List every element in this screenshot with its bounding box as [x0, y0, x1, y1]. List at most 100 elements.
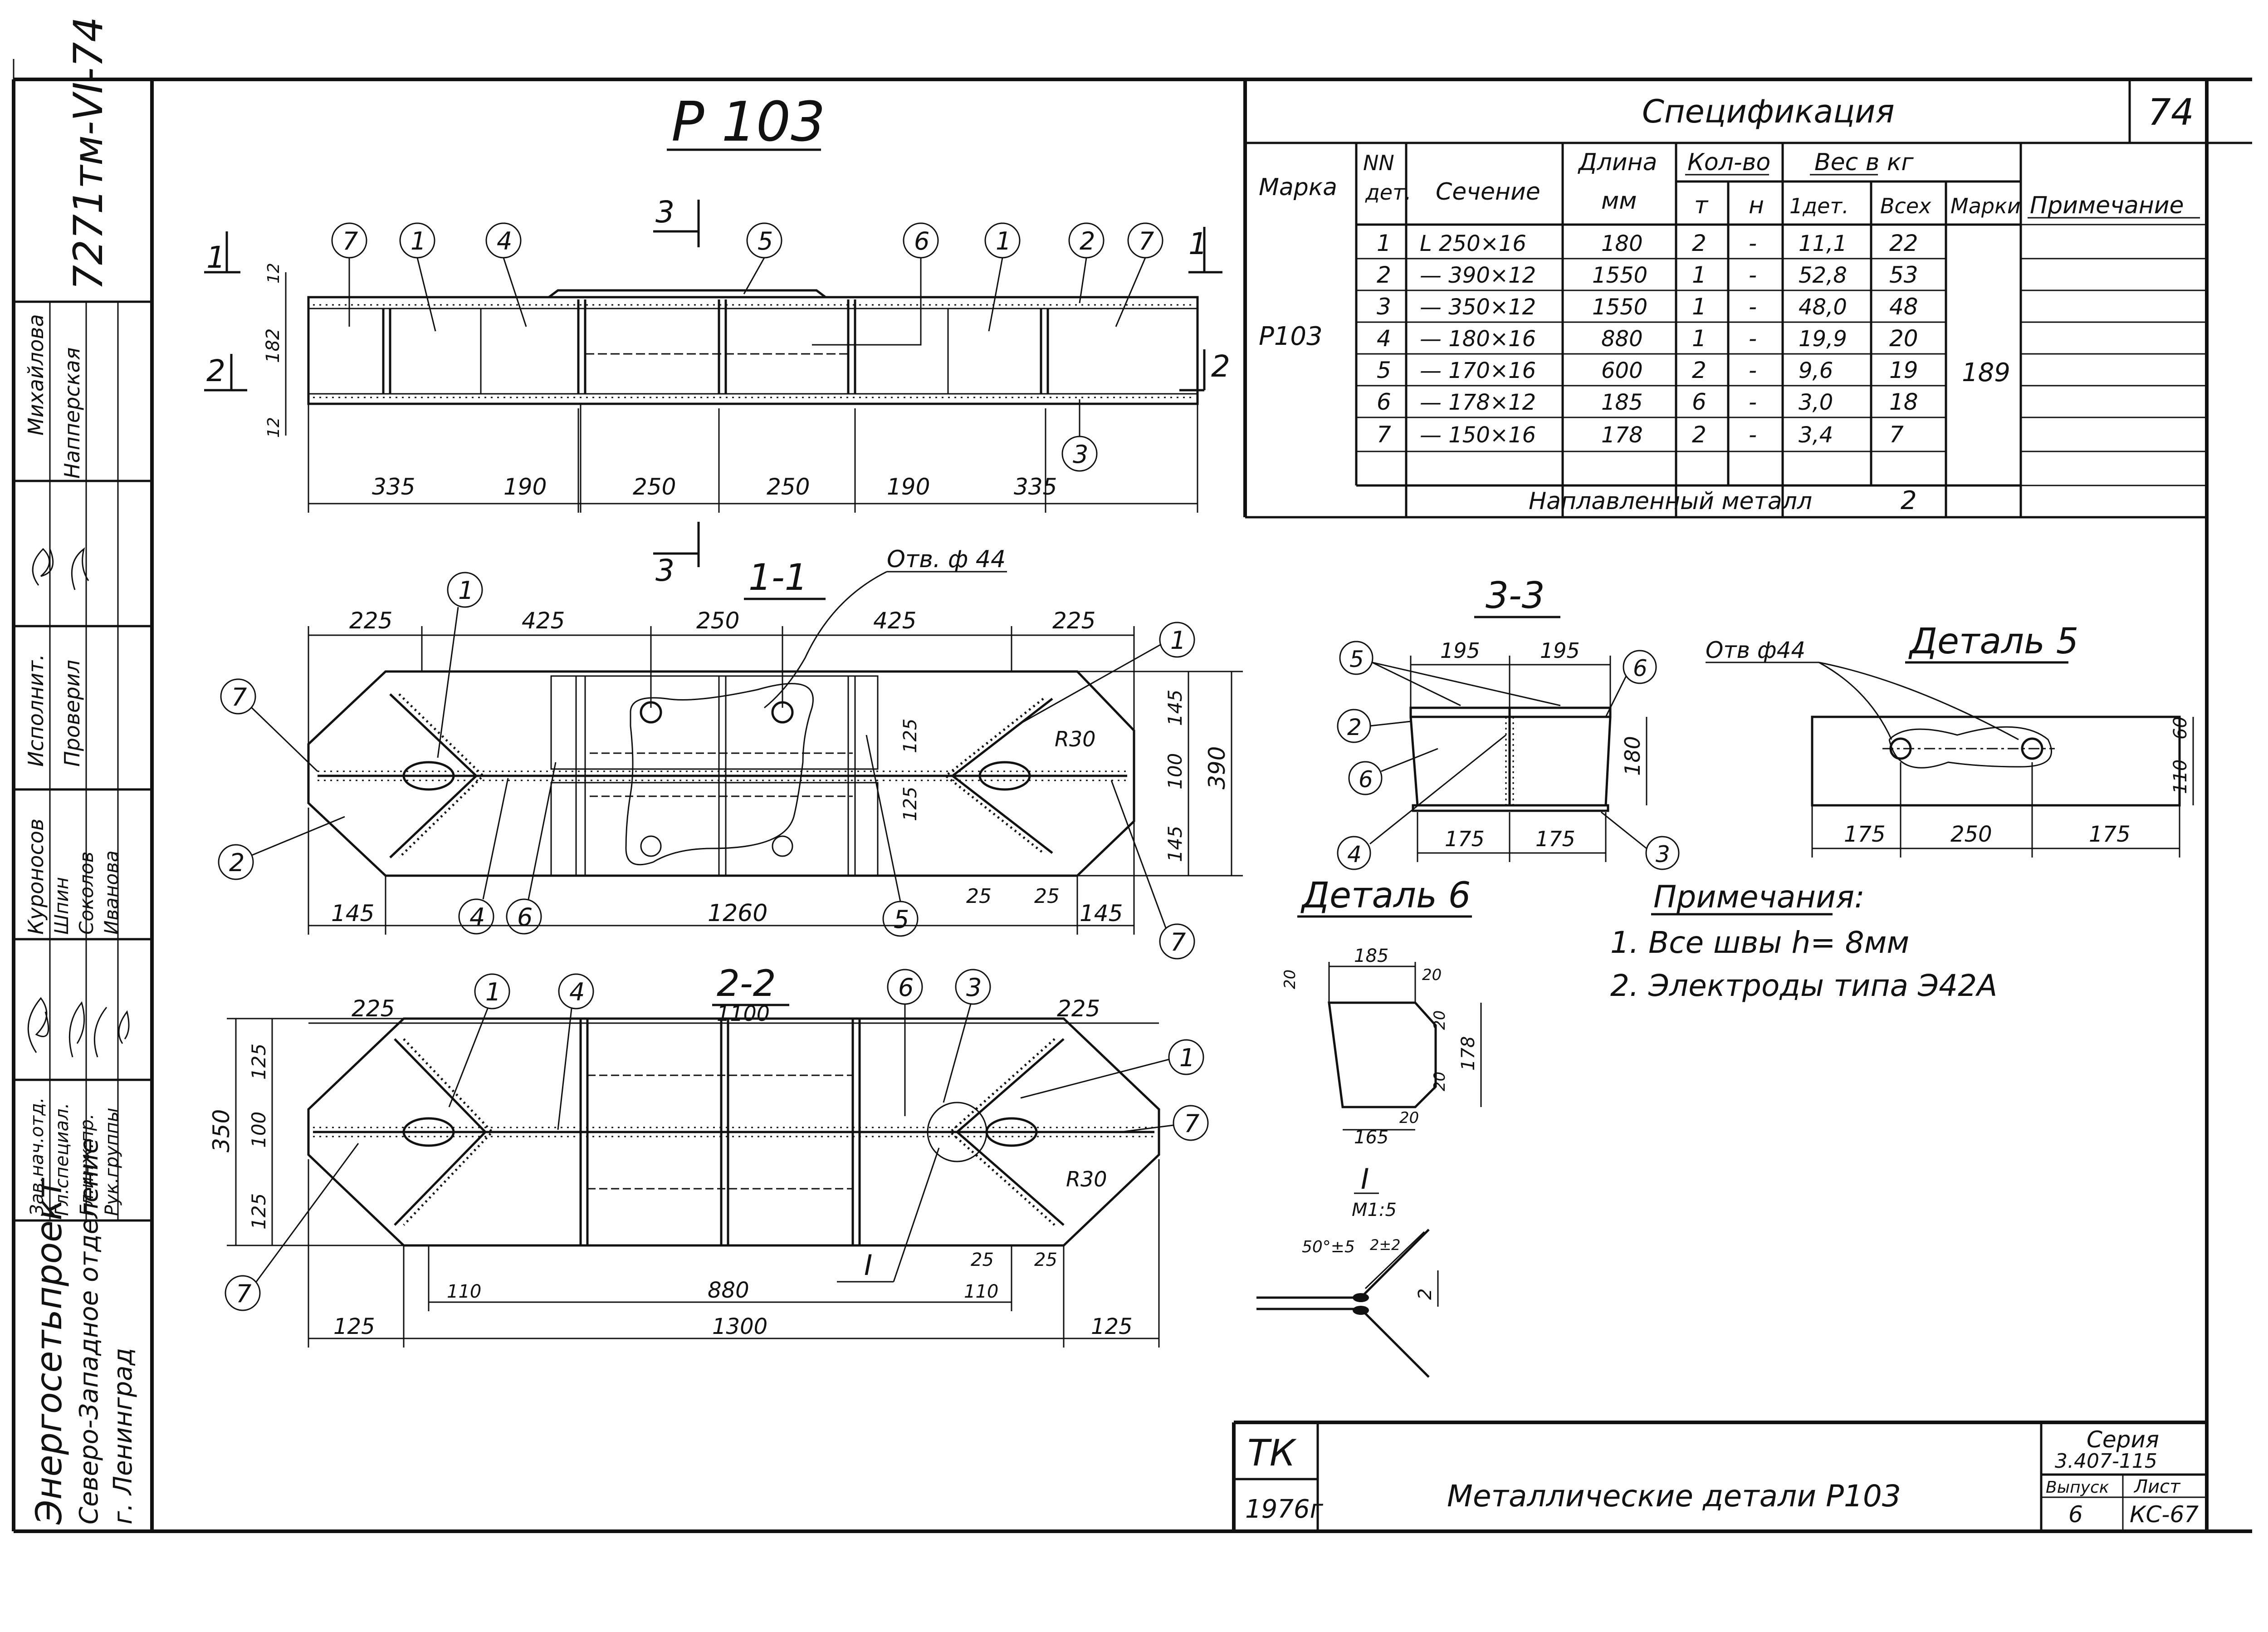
drawing-label: 6 — [1359, 766, 1373, 793]
signature-6 — [118, 1010, 130, 1044]
cut-2-right: 2 — [1211, 349, 1230, 384]
drawing-label: 185 — [1354, 946, 1388, 966]
drawing-label: 195 — [1440, 638, 1480, 663]
drawing-label: 3,4 — [1799, 422, 1833, 448]
drawing-label: 3 — [1073, 440, 1088, 469]
drawing-label: 2. Электроды типа Э42А — [1610, 968, 1997, 1003]
drawing-label: 335 — [1014, 474, 1057, 500]
drawing-label: 6 — [2068, 1501, 2083, 1528]
drawing-label: 145 — [1080, 900, 1123, 926]
drawing-label: 1260 — [708, 900, 767, 927]
drawing-label: 52,8 — [1799, 263, 1847, 288]
drawing-label: 175 — [1844, 822, 1886, 847]
drawing-label: Деталь 6 — [1300, 875, 1471, 916]
drawing-label: 18 — [1889, 389, 1918, 415]
sheet-number-box: 74 — [2128, 79, 2252, 144]
drawing-label: Р 103 — [671, 91, 826, 154]
drawing-label: Сечение — [1436, 178, 1540, 206]
top-view-callouts: 7 1 4 5 6 1 2 7 3 — [331, 222, 1163, 472]
drawing-label: I — [1361, 1162, 1369, 1196]
drawing-label: 2 — [1377, 262, 1391, 288]
top-view-stiffeners — [382, 299, 1049, 394]
drawing-label: Марка — [1259, 174, 1337, 201]
sheet-number: 74 — [2148, 91, 2194, 133]
drawing-label: 190 — [887, 474, 930, 500]
drawing-code: 7271тм-VI-74 — [65, 17, 112, 290]
drawing-label: Всех — [1880, 194, 1931, 218]
drawing-label: 425 — [873, 608, 916, 634]
drawing-label: - — [1749, 421, 1757, 448]
drawing-label: 20 — [1431, 1010, 1449, 1030]
spec-marka: Р103 — [1259, 322, 1323, 351]
drawing-label: 1300 — [712, 1314, 767, 1339]
detail-I-marker: I — [864, 1249, 872, 1282]
drawing-label: 190 — [503, 474, 547, 500]
detail-I: I М1:5 50°±5 2±2 2 — [1256, 1162, 1439, 1378]
drawing-label: 125 — [248, 1044, 270, 1080]
drawing-label: 175 — [1445, 827, 1485, 851]
drawing-label: т — [1694, 192, 1709, 219]
drawing-label: - — [1749, 262, 1757, 288]
top-view-left-dims: 12 182 12 — [263, 263, 287, 438]
drawing-label: Кол-во — [1687, 149, 1770, 176]
drawing-label: Марки — [1950, 194, 2021, 218]
drawing-label: 1 — [485, 978, 501, 1006]
signature-2 — [71, 547, 89, 590]
drawing-label: 12 — [264, 417, 283, 438]
drawing-label: 178 — [1601, 422, 1643, 448]
detail-6: Деталь 6 185 20 20 20 20 20 178 165 — [1281, 875, 1482, 1148]
drawing-label: 4 — [469, 903, 485, 931]
drawing-label: 1 — [996, 227, 1011, 255]
drawing-label: 20 — [1399, 1109, 1419, 1127]
drawing-label: R30 — [1055, 727, 1096, 751]
signature-5 — [93, 1007, 108, 1058]
drawing-label: 2-2 — [717, 962, 776, 1005]
drawing-label: R30 — [1066, 1167, 1107, 1191]
drawing-label: NN — [1363, 151, 1394, 175]
drawing-label: 175 — [2089, 822, 2131, 847]
drawing-label: — 350×12 — [1420, 294, 1536, 320]
drawing-label: — 390×12 — [1420, 263, 1536, 288]
drawing-label: Металлические детали Р103 — [1447, 1479, 1901, 1514]
drawing-label: 100 — [248, 1112, 270, 1148]
drawing-label: 1 — [458, 576, 474, 605]
org-dept: Северо-Западное отделение — [74, 1138, 104, 1524]
drawing-label: 2 — [1692, 357, 1706, 383]
drawing-label: 5 — [758, 227, 773, 255]
drawing-label: 1 — [1692, 294, 1706, 320]
drawing-label: L 250×16 — [1420, 231, 1526, 256]
drawing-label: Примечание — [2030, 192, 2184, 219]
drawing-label: 25 — [1034, 1250, 1057, 1270]
drawing-label: 1дет. — [1789, 194, 1849, 218]
drawing-label: 250 — [767, 474, 810, 500]
drawing-label: 6 — [1692, 389, 1706, 415]
drawing-label: 4 — [569, 978, 585, 1006]
drawing-label: 4 — [1347, 841, 1362, 867]
drawing-label: 880 — [708, 1278, 749, 1303]
sheet-frame — [12, 59, 2252, 1533]
drawing-label: 11,1 — [1799, 231, 1847, 256]
drawing-label: 335 — [372, 474, 415, 500]
weld-metal-value: 2 — [1901, 486, 1917, 515]
role-gl-spec: Гл.специал. — [52, 1103, 73, 1216]
drawing-label: 145 — [331, 900, 374, 926]
org-city: г. Ленинград — [108, 1348, 138, 1524]
drawing-label: 20 — [1889, 325, 1918, 352]
drawing-label: 2 — [1347, 714, 1362, 740]
drawing-label: КС-67 — [2130, 1501, 2199, 1528]
drawing-label: 180 — [1601, 231, 1643, 256]
drawing-label: 250 — [633, 474, 676, 500]
drawing-label: 7 — [231, 683, 247, 711]
drawing-label: 6 — [1377, 389, 1391, 415]
drawing-label: — 170×16 — [1420, 358, 1536, 383]
name-napperskaya: Напперская — [60, 348, 84, 479]
section-1-1: 1-1 Отв. ф 44 R30 — [218, 546, 1243, 960]
drawing-label: 22 — [1889, 230, 1918, 256]
drawing-label: 225 — [1052, 608, 1095, 634]
drawing-label: 20 — [1422, 966, 1442, 984]
drawing-label: — 178×12 — [1420, 390, 1536, 415]
spec-rows: 1 L 250×16 180 2 - 11,1 22 2 — 390×12 15… — [1377, 230, 1918, 448]
drawing-label: 48,0 — [1799, 294, 1847, 320]
drawing-label: 110 — [447, 1281, 481, 1302]
